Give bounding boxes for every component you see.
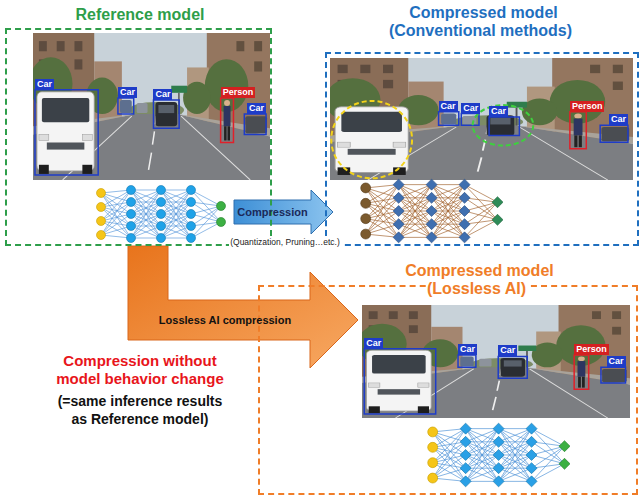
hidden-nodes <box>460 423 537 487</box>
illustration-part <box>153 100 179 128</box>
illustration-part <box>458 355 476 367</box>
illustration-part <box>35 90 98 175</box>
street-photo <box>29 33 270 180</box>
missed-detection-mark <box>331 101 412 178</box>
street-photo <box>358 305 630 418</box>
arrow-label: Compression <box>237 206 307 219</box>
illustration-part <box>600 125 628 142</box>
illustration-part <box>439 112 459 125</box>
method-note: (Quantization, Pruning…etc.) <box>229 237 341 248</box>
detection-tag: Car <box>461 103 480 114</box>
detection-tag: Car <box>35 79 54 90</box>
input-nodes <box>428 427 438 483</box>
street-photo <box>325 58 633 180</box>
street-scene <box>358 305 630 418</box>
illustration-part <box>574 355 589 389</box>
illustration-part <box>118 98 134 114</box>
dashed-frame <box>5 28 272 246</box>
neural-network <box>361 179 503 243</box>
dashed-frame <box>325 52 639 246</box>
detection-tag: Car <box>364 338 383 349</box>
panel-title-box: Compressed model (Conventional methods) <box>382 4 582 40</box>
detection-tag: Car <box>153 89 172 100</box>
detection-tag: Person <box>221 87 256 98</box>
changed-detection-mark <box>473 105 534 145</box>
model-panel: Reference model <box>5 6 272 246</box>
illustration-part <box>221 98 234 143</box>
detection-tag: Car <box>607 356 626 367</box>
highlight-note: Compression without model behavior chang… <box>48 352 233 388</box>
detection-boxes <box>364 349 625 414</box>
detection-tag: Car <box>489 106 508 117</box>
panel-title: Reference model <box>73 6 208 23</box>
street-scene <box>29 33 270 180</box>
arrow-label: Lossless AI compression <box>159 314 291 327</box>
block-arrow <box>234 190 333 234</box>
hidden-nodes <box>127 186 196 243</box>
detection-tag: Car <box>247 103 266 114</box>
detection-tag: Car <box>458 344 477 355</box>
hidden-nodes <box>393 179 470 243</box>
panel-title: Compressed model (Lossless AI) <box>402 262 553 297</box>
model-panel: Compressed model (Lossless AI) <box>258 262 638 495</box>
detection-tag: Car <box>118 87 137 98</box>
output-nodes <box>559 441 570 470</box>
input-nodes <box>97 189 106 240</box>
street-scene <box>325 58 633 180</box>
model-panel: Compressed model (Conventional methods) <box>325 4 639 246</box>
detection-tag: Person <box>574 344 609 355</box>
block-arrow <box>128 246 358 368</box>
detection-tag: Car <box>609 114 628 125</box>
input-nodes <box>361 183 371 239</box>
neural-network <box>428 423 570 487</box>
neural-network <box>97 186 226 243</box>
detection-tag: Person <box>570 101 605 112</box>
illustration-part <box>244 114 266 134</box>
explanation-note: (=same inference results as Reference mo… <box>52 392 228 428</box>
detection-boxes <box>35 90 266 175</box>
dashed-frame <box>258 285 638 495</box>
illustration-part <box>489 117 519 136</box>
illustration-part <box>364 349 435 414</box>
output-nodes <box>217 202 226 227</box>
panel-title-box: Compressed model (Lossless AI) <box>393 262 563 298</box>
detection-tag: Car <box>439 101 458 112</box>
illustration-part <box>601 367 626 383</box>
panel-title-box: Reference model <box>40 6 240 24</box>
panel-title: Compressed model (Conventional methods) <box>389 4 575 39</box>
output-nodes <box>492 197 503 226</box>
illustration-part <box>570 112 586 149</box>
detection-tag: Car <box>498 345 517 356</box>
illustration-part <box>498 356 527 378</box>
